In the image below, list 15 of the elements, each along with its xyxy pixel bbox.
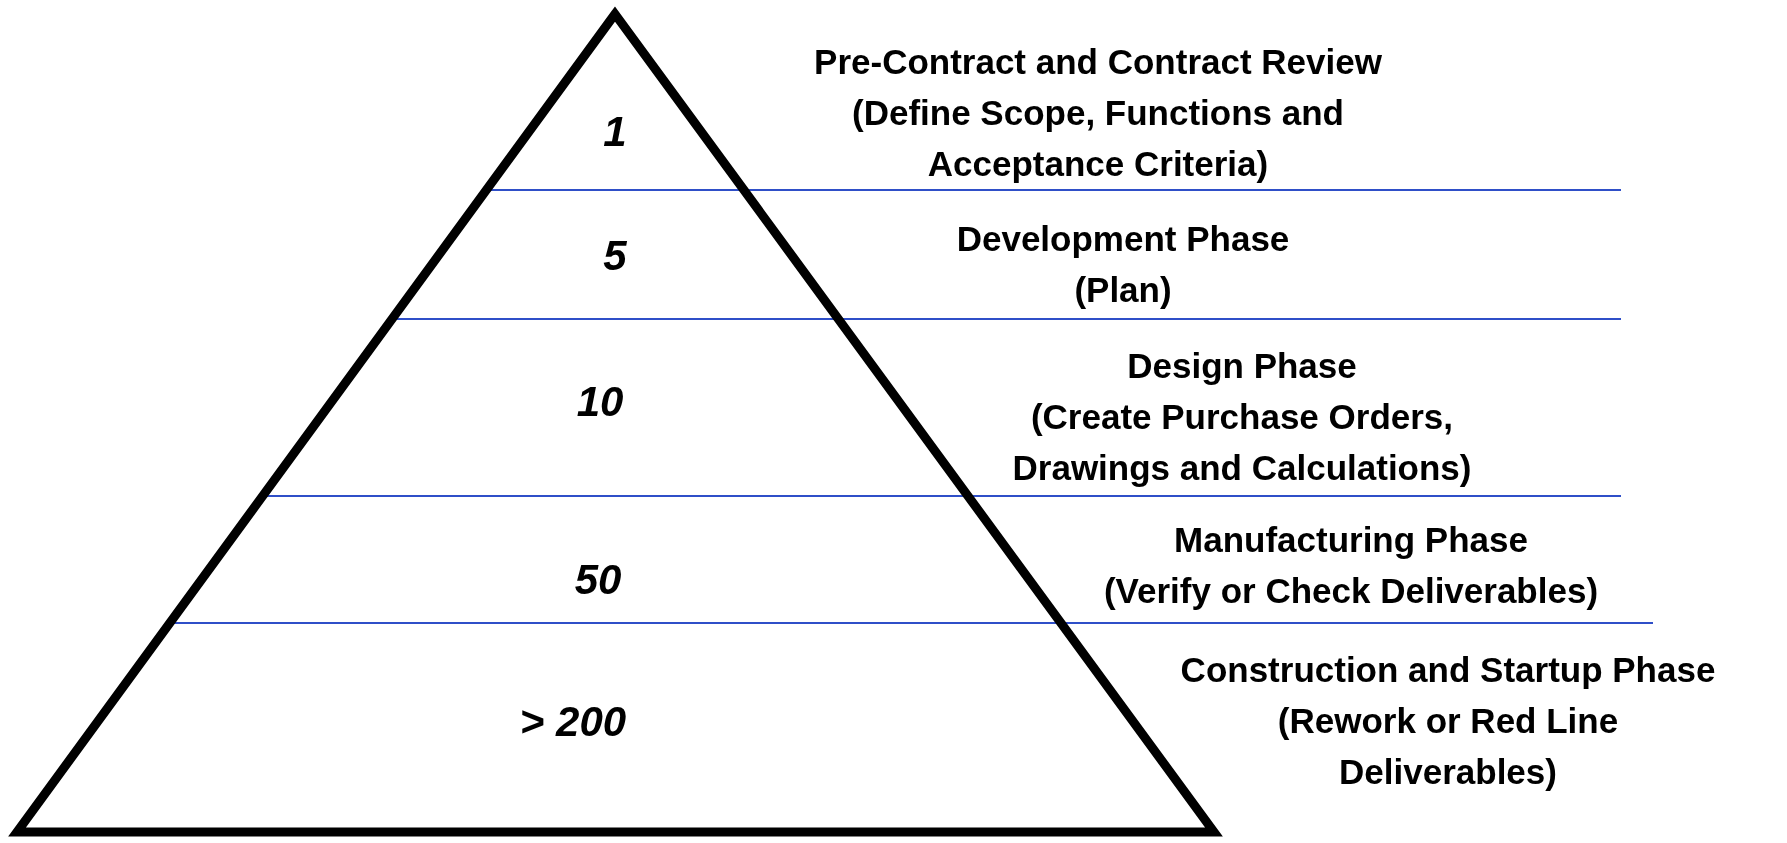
tier-number: 5: [603, 232, 627, 280]
phase-title: Design Phase: [1126, 345, 1358, 387]
phase-description: (Verify or Check Deliverables): [1103, 570, 1599, 612]
phase-title: Development Phase: [956, 218, 1290, 260]
phase-title: Manufacturing Phase: [1173, 519, 1529, 561]
tier-number: 1: [603, 108, 627, 156]
phase-description: (Plan): [1073, 269, 1173, 311]
phase-description: (Create Purchase Orders, Drawings and Calculations): [1011, 396, 1473, 489]
phase-description: (Rework or Red Line Deliverables): [1276, 700, 1620, 793]
phase-title: Pre-Contract and Contract Review: [813, 41, 1383, 83]
phase-title: Construction and Startup Phase: [1180, 649, 1716, 691]
tier-number: 10: [576, 378, 624, 426]
tier-number: > 200: [519, 698, 627, 746]
phase-description: (Define Scope, Functions and Acceptance Criteria): [851, 92, 1345, 185]
tier-number: 50: [574, 556, 622, 604]
